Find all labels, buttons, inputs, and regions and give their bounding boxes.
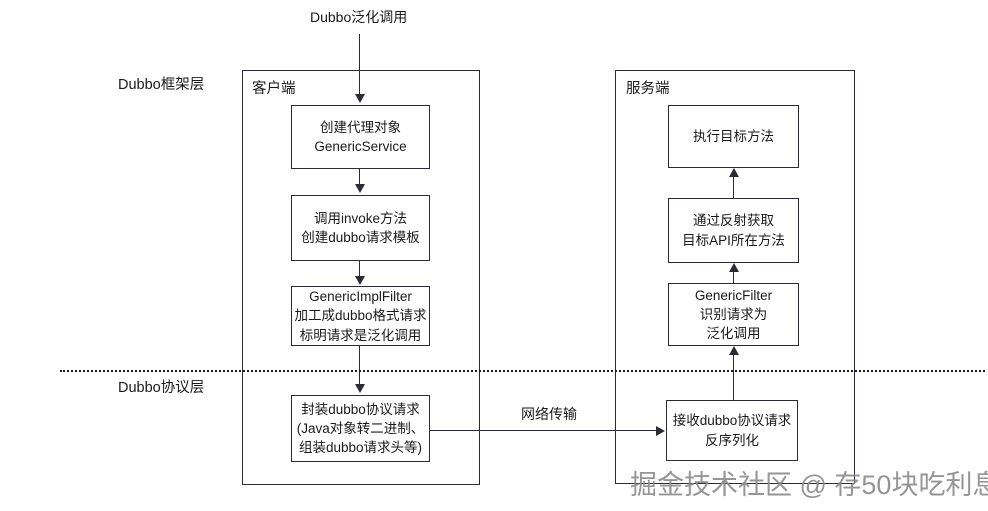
node-receive-protocol[interactable]: 接收dubbo协议请求 反序列化: [666, 400, 798, 461]
region-server-title: 服务端: [626, 81, 670, 97]
connector-genericfilter-to-reflection-arrow: [728, 263, 739, 272]
node-generic-filter-line-3: 泛化调用: [706, 326, 761, 342]
node-encode-protocol-line-3: 组装dubbo请求头等): [298, 440, 423, 456]
node-execute-target-line-1: 执行目标方法: [693, 128, 774, 144]
connector-reflection-to-execute-arrow: [728, 168, 739, 177]
connector-filter-to-encode: [359, 346, 360, 385]
watermark: 掘金技术社区 @ 存50块吃利息: [630, 470, 988, 500]
node-encode-protocol[interactable]: 封装dubbo协议请求 (Java对象转二进制、 组装dubbo请求头等): [291, 395, 430, 462]
layer-label-protocol: Dubbo协议层: [118, 380, 205, 396]
node-reflection-lookup[interactable]: 通过反射获取 目标API所在方法: [668, 198, 799, 263]
node-generic-impl-filter[interactable]: GenericImplFilter 加工成dubbo格式请求 标明请求是泛化调用: [291, 286, 430, 346]
node-reflection-lookup-line-1: 通过反射获取: [693, 213, 774, 229]
entry-arrow-head: [354, 94, 365, 103]
network-transmission-arrow-head: [656, 425, 665, 436]
node-generic-impl-filter-line-1: GenericImplFilter: [309, 289, 412, 305]
entry-connector-line: [359, 34, 360, 96]
node-encode-protocol-line-2: (Java对象转二进制、: [296, 420, 425, 436]
node-invoke-method-line-2: 创建dubbo请求模板: [301, 230, 420, 245]
connector-invoke-to-filter-arrow: [354, 276, 365, 285]
network-transmission-line: [430, 430, 657, 431]
layer-divider: [60, 370, 985, 372]
node-create-proxy-line-2: GenericService: [314, 139, 407, 154]
region-client: [242, 70, 480, 485]
node-create-proxy-line-1: 创建代理对象: [320, 119, 401, 135]
node-invoke-method-line-1: 调用invoke方法: [313, 210, 408, 226]
connector-reflection-to-execute: [733, 177, 734, 198]
region-server: [615, 70, 855, 484]
region-client-title: 客户端: [252, 81, 296, 97]
connector-filter-to-encode-arrow: [354, 384, 365, 393]
node-generic-filter-line-2: 识别请求为: [699, 306, 768, 322]
node-receive-protocol-line-2: 反序列化: [705, 432, 759, 448]
node-execute-target[interactable]: 执行目标方法: [668, 105, 799, 168]
node-create-proxy[interactable]: 创建代理对象 GenericService: [291, 105, 430, 169]
node-generic-impl-filter-line-2: 加工成dubbo格式请求: [294, 308, 427, 324]
node-generic-filter[interactable]: GenericFilter 识别请求为 泛化调用: [668, 283, 799, 346]
node-generic-impl-filter-line-3: 标明请求是泛化调用: [299, 327, 422, 343]
network-transmission-label: 网络传输: [521, 406, 577, 422]
connector-receive-to-genericfilter: [733, 355, 734, 401]
node-invoke-method[interactable]: 调用invoke方法 创建dubbo请求模板: [291, 195, 430, 261]
connector-proxy-to-invoke: [359, 169, 360, 186]
connector-genericfilter-to-reflection: [733, 272, 734, 291]
node-reflection-lookup-line-2: 目标API所在方法: [682, 232, 785, 248]
connector-receive-to-genericfilter-arrow: [728, 346, 739, 355]
node-generic-filter-line-1: GenericFilter: [694, 287, 773, 303]
entry-label: Dubbo泛化调用: [310, 9, 408, 25]
connector-proxy-to-invoke-arrow: [354, 184, 365, 193]
node-encode-protocol-line-1: 封装dubbo协议请求: [301, 401, 420, 417]
layer-label-framework: Dubbo框架层: [118, 77, 205, 93]
node-receive-protocol-line-1: 接收dubbo协议请求: [672, 413, 792, 429]
connector-invoke-to-filter: [359, 261, 360, 278]
